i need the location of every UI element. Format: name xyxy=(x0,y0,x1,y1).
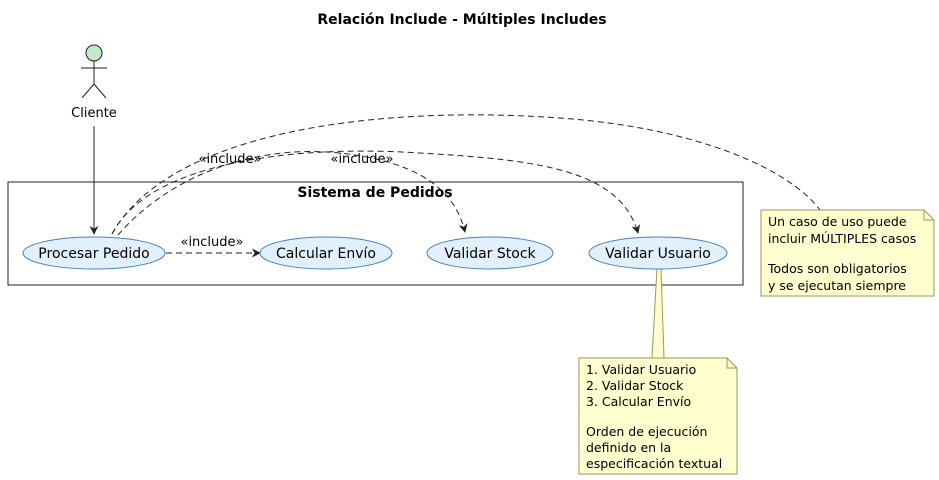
actor-left-leg xyxy=(81,83,95,99)
note-line: Un caso de uso puede xyxy=(768,214,907,229)
note-multiple-includes: Un caso de uso puede incluir MÚLTIPLES c… xyxy=(760,209,935,297)
usecase-procesar-pedido[interactable]: Procesar Pedido xyxy=(22,236,166,270)
actor-cliente[interactable]: Cliente xyxy=(71,44,117,121)
include-arrow-stock xyxy=(117,151,468,236)
note-fold xyxy=(923,210,934,221)
usecase-validar-usuario[interactable]: Validar Usuario xyxy=(588,236,728,270)
diagram-title: Relación Include - Múltiples Includes xyxy=(317,12,606,28)
actor-right-leg xyxy=(93,83,107,99)
note-text: Un caso de uso puede incluir MÚLTIPLES c… xyxy=(767,214,920,293)
include-label-usuario: «include» xyxy=(330,152,393,167)
include-label-envio: «include» xyxy=(180,235,243,250)
usecase-label: Validar Usuario xyxy=(605,246,711,262)
note-connector-bottom xyxy=(651,267,665,359)
usecase-ellipse xyxy=(426,236,554,270)
actor-head xyxy=(85,44,103,62)
actor-label: Cliente xyxy=(71,106,117,121)
usecase-calcular-envio[interactable]: Calcular Envío xyxy=(259,236,393,270)
usecase-ellipse xyxy=(259,236,393,270)
note-line: 3. Calcular Envío xyxy=(586,394,691,409)
note-line: y se ejecutan siempre xyxy=(768,278,906,293)
note-fold xyxy=(726,358,737,369)
usecase-ellipse xyxy=(22,236,166,270)
note-execution-order: 1. Validar Usuario 2. Validar Stock 3. C… xyxy=(578,357,738,475)
usecase-ellipse xyxy=(588,236,728,270)
include-label-stock: «include» xyxy=(198,152,261,167)
usecase-label: Calcular Envío xyxy=(276,246,376,262)
usecase-label: Procesar Pedido xyxy=(38,246,149,262)
note-line: definido en la xyxy=(586,440,671,455)
note-line: especificación textual xyxy=(586,456,722,471)
system-title: Sistema de Pedidos xyxy=(297,185,452,201)
include-arrow-usuario xyxy=(111,150,641,235)
usecase-label: Validar Stock xyxy=(444,246,536,262)
system-boundary xyxy=(7,181,744,286)
note-connector-top xyxy=(111,114,821,235)
note-line: Orden de ejecución xyxy=(586,424,707,439)
note-line: incluir MÚLTIPLES casos xyxy=(768,231,916,246)
note-line: 1. Validar Usuario xyxy=(586,362,696,377)
note-line: Todos son obligatorios xyxy=(767,261,907,276)
note-text: 1. Validar Usuario 2. Validar Stock 3. C… xyxy=(586,362,722,471)
usecase-validar-stock[interactable]: Validar Stock xyxy=(426,236,554,270)
note-box xyxy=(760,209,935,297)
note-line: 2. Validar Stock xyxy=(586,378,684,393)
note-box xyxy=(578,357,738,475)
